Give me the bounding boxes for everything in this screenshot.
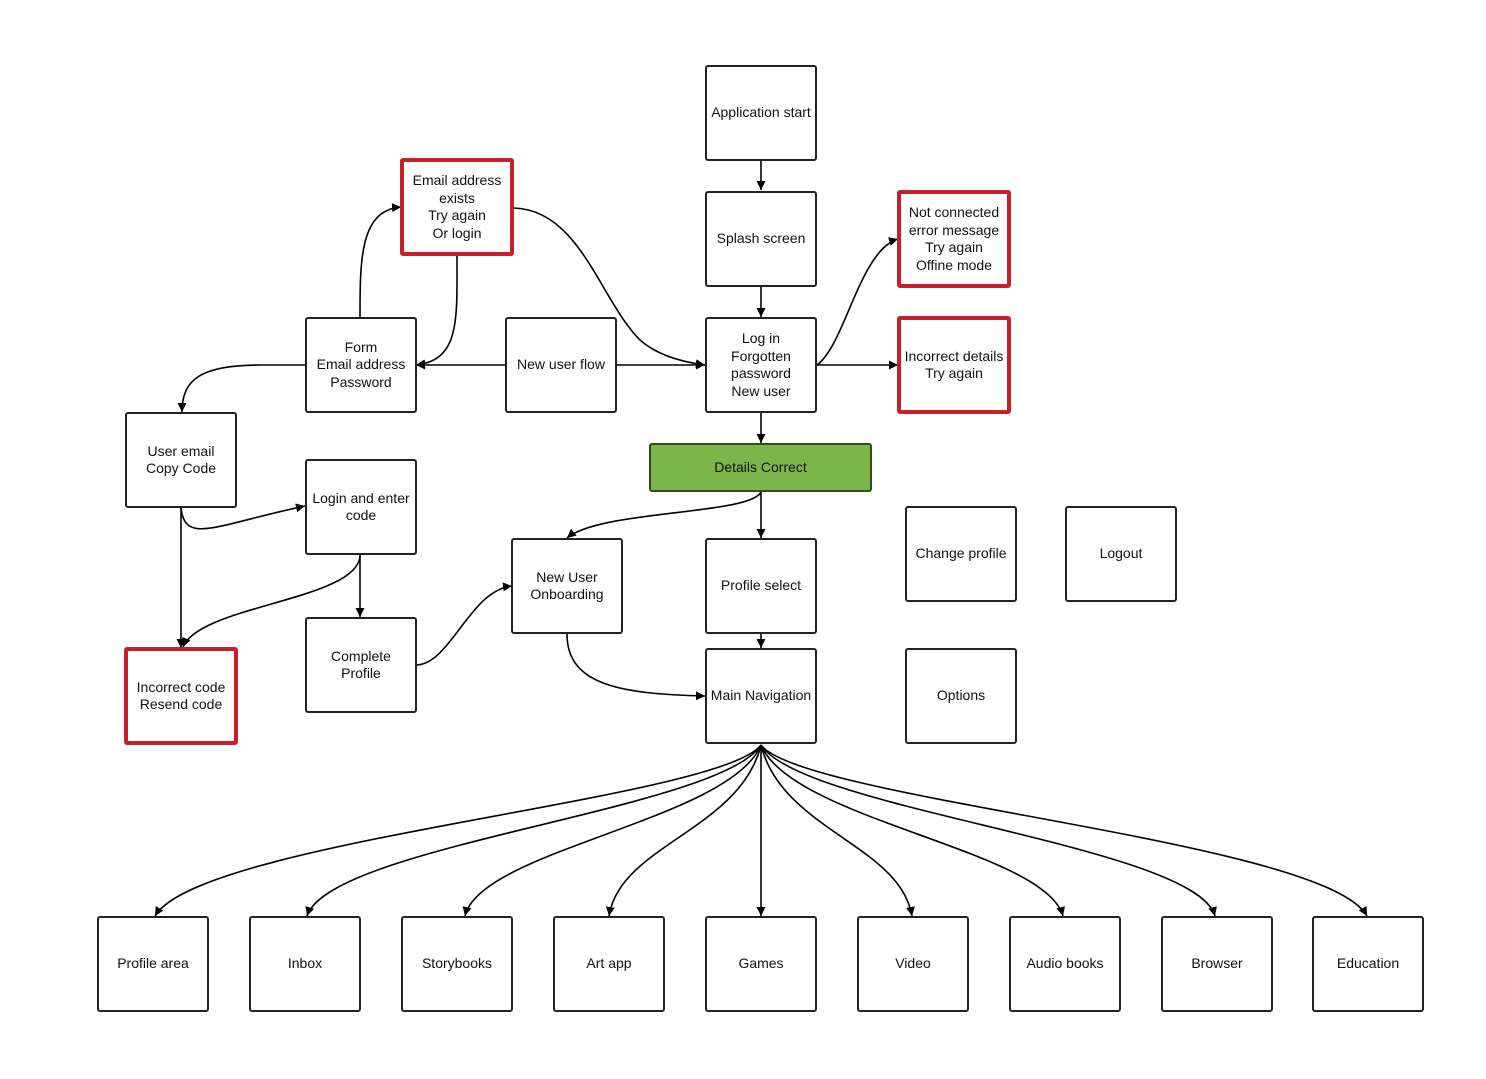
edge-login-code-to-incorrect-code xyxy=(182,554,361,648)
edge-form-to-email-exists xyxy=(359,203,402,318)
node-profile-area: Profile area xyxy=(97,916,209,1012)
node-label: Education xyxy=(1336,955,1400,972)
node-label: Storybooks xyxy=(421,955,493,972)
node-label: Login and enter code xyxy=(312,489,410,524)
edge-email-exists-to-login xyxy=(513,207,706,369)
node-label: Logout xyxy=(1099,545,1143,562)
node-label: Profile area xyxy=(117,955,189,972)
node-label: Not connected error message Try again Of… xyxy=(908,204,1000,273)
node-label: Application start xyxy=(711,104,811,121)
node-login-enter-code: Login and enter code xyxy=(305,459,417,555)
node-new-user-flow: New user flow xyxy=(505,317,617,413)
node-education: Education xyxy=(1312,916,1424,1012)
node-label: New User Onboarding xyxy=(530,568,604,603)
node-label: Incorrect code Resend code xyxy=(136,678,226,713)
node-label: Email address exists Try again Or login xyxy=(412,172,502,241)
node-label: Games xyxy=(738,955,784,972)
node-splash-screen: Splash screen xyxy=(705,191,817,287)
node-complete-profile: Complete Profile xyxy=(305,617,417,713)
edge-nav-storybooks xyxy=(462,744,762,917)
edge-nav-audio-books xyxy=(760,744,1065,917)
node-application-start: Application start xyxy=(705,65,817,161)
node-incorrect-code: Incorrect code Resend code xyxy=(124,647,238,745)
node-label: Art app xyxy=(586,955,632,972)
edge-nav-video xyxy=(760,744,915,917)
edge-complete-profile-to-onboarding xyxy=(415,582,513,666)
node-not-connected: Not connected error message Try again Of… xyxy=(897,190,1011,288)
node-label: Main Navigation xyxy=(710,687,812,704)
node-art-app: Art app xyxy=(553,916,665,1012)
node-inbox: Inbox xyxy=(249,916,361,1012)
node-browser: Browser xyxy=(1161,916,1273,1012)
node-logout: Logout xyxy=(1065,506,1177,602)
node-label: User email Copy Code xyxy=(145,442,217,477)
node-video: Video xyxy=(857,916,969,1012)
node-label: Log in Forgotten password New user xyxy=(731,330,791,399)
edge-nav-profile-area xyxy=(154,744,762,917)
node-games: Games xyxy=(705,916,817,1012)
node-label: Change profile xyxy=(915,545,1007,562)
edge-nav-art-app xyxy=(605,744,762,917)
node-storybooks: Storybooks xyxy=(401,916,513,1012)
node-label: Form Email address Password xyxy=(316,338,406,390)
node-label: Profile select xyxy=(720,577,802,594)
edge-login-not-connected xyxy=(807,237,899,374)
node-email-exists: Email address exists Try again Or login xyxy=(400,158,514,256)
node-options: Options xyxy=(905,648,1017,744)
node-details-correct: Details Correct xyxy=(649,443,872,492)
node-profile-select: Profile select xyxy=(705,538,817,634)
node-label: Complete Profile xyxy=(331,647,391,682)
node-label: New user flow xyxy=(517,356,605,373)
edge-details-to-onboarding xyxy=(566,491,762,539)
node-label: Video xyxy=(895,955,931,972)
node-label: Audio books xyxy=(1026,955,1104,972)
edge-onboarding-to-main-nav xyxy=(566,633,706,701)
edge-user-email-login-code xyxy=(175,498,306,530)
node-label: Splash screen xyxy=(716,230,806,247)
node-form: Form Email address Password xyxy=(305,317,417,413)
node-login: Log in Forgotten password New user xyxy=(705,317,817,413)
node-user-email: User email Copy Code xyxy=(125,412,237,508)
node-main-navigation: Main Navigation xyxy=(705,648,817,744)
node-label: Inbox xyxy=(287,955,323,972)
node-audio-books: Audio books xyxy=(1009,916,1121,1012)
edge-nav-browser xyxy=(760,744,1217,917)
node-label: Browser xyxy=(1191,955,1243,972)
node-label: Details Correct xyxy=(714,458,807,475)
node-change-profile: Change profile xyxy=(905,506,1017,602)
edge-nav-education xyxy=(760,744,1368,917)
node-label: Incorrect details Try again xyxy=(904,347,1004,382)
node-new-user-onboarding: New User Onboarding xyxy=(511,538,623,634)
node-label: Options xyxy=(936,687,986,704)
node-incorrect-details: Incorrect details Try again xyxy=(897,316,1011,414)
edge-email-exists-to-form xyxy=(415,255,458,369)
edge-nav-inbox xyxy=(305,744,762,917)
edge-form-to-user-email xyxy=(177,364,305,413)
